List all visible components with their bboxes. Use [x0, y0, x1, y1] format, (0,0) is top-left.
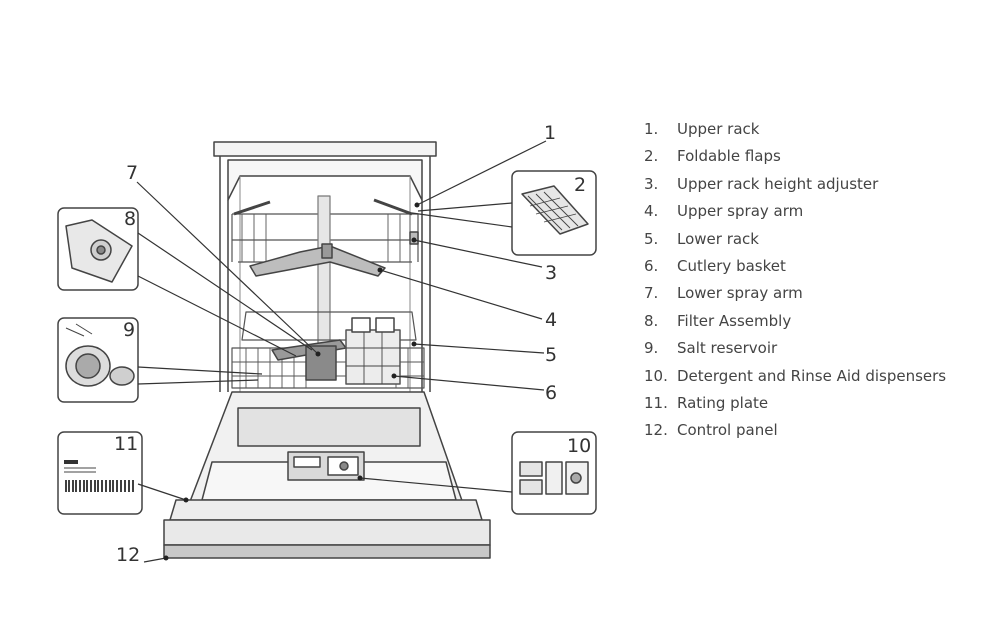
- legend-number: 6.: [644, 256, 659, 275]
- upper-rack: [231, 195, 419, 347]
- legend-item: 8. Filter Assembly: [644, 310, 946, 337]
- legend-label: Lower rack: [677, 229, 759, 248]
- callout-9: 9: [123, 319, 135, 341]
- callout-3: 3: [545, 262, 557, 284]
- legend-number: 4.: [644, 202, 659, 221]
- legend-label: Filter Assembly: [677, 311, 792, 330]
- legend-label: Salt reservoir: [677, 339, 778, 358]
- legend-number: 12.: [644, 421, 668, 440]
- callout-6: 6: [545, 382, 557, 404]
- legend-label: Upper rack height adjuster: [677, 174, 879, 193]
- foldable-flaps: [233, 198, 413, 216]
- legend-label: Foldable flaps: [677, 147, 781, 166]
- lower-spray-arm: [271, 339, 347, 381]
- legend-number: 5.: [644, 229, 659, 248]
- callout-5: 5: [545, 344, 557, 366]
- callout-7: 7: [126, 162, 138, 184]
- legend-item: 12. Control panel: [644, 419, 946, 446]
- cutlery-basket: [345, 317, 401, 385]
- legend-item: 10. Detergent and Rinse Aid dispensers: [644, 365, 946, 392]
- callout-11: 11: [114, 433, 138, 455]
- callout-1: 1: [544, 122, 556, 144]
- legend-item: 1. Upper rack: [644, 118, 946, 145]
- inset-dispensers: [511, 431, 597, 515]
- legend-number: 7.: [644, 284, 659, 303]
- legend-label: Lower spray arm: [677, 284, 803, 303]
- inset-filter-assembly: [57, 207, 139, 291]
- legend-item: 7. Lower spray arm: [644, 282, 946, 309]
- inset-salt-reservoir: [57, 317, 139, 403]
- legend-number: 11.: [644, 393, 668, 412]
- parts-legend: 1. Upper rack 2. Foldable flaps 3. Upper ra…: [644, 118, 946, 447]
- legend-label: Control panel: [677, 421, 778, 440]
- callout-8: 8: [124, 208, 136, 230]
- dishwasher-cabinet: [213, 141, 437, 392]
- leader-dots: [163, 202, 420, 561]
- callout-4: 4: [545, 309, 557, 331]
- legend-label: Detergent and Rinse Aid dispensers: [677, 366, 947, 385]
- upper-spray-arm: [249, 243, 386, 277]
- legend-label: Upper spray arm: [677, 202, 804, 221]
- legend-number: 2.: [644, 147, 659, 166]
- legend-number: 10.: [644, 366, 668, 385]
- inset-foldable-flaps: [511, 170, 597, 256]
- legend-item: 11. Rating plate: [644, 392, 946, 419]
- legend-item: 6. Cutlery basket: [644, 255, 946, 282]
- legend-number: 8.: [644, 311, 659, 330]
- legend-number: 1.: [644, 120, 659, 138]
- legend-label: Upper rack: [677, 120, 760, 138]
- legend-label: Rating plate: [677, 393, 769, 412]
- callout-12: 12: [116, 544, 140, 566]
- legend-item: 2. Foldable flaps: [644, 145, 946, 172]
- legend-item: 4. Upper spray arm: [644, 200, 946, 227]
- legend-item: 3. Upper rack height adjuster: [644, 173, 946, 200]
- legend-item: 9. Salt reservoir: [644, 337, 946, 364]
- callout-10: 10: [567, 435, 591, 457]
- legend-number: 9.: [644, 339, 659, 358]
- legend-item: 5. Lower rack: [644, 228, 946, 255]
- leader-lines: [136, 140, 547, 563]
- legend-number: 3.: [644, 174, 659, 193]
- legend-label: Cutlery basket: [677, 256, 786, 275]
- callout-2: 2: [574, 174, 586, 196]
- detergent-dispenser: [287, 451, 365, 481]
- inset-rating-plate: [57, 431, 143, 515]
